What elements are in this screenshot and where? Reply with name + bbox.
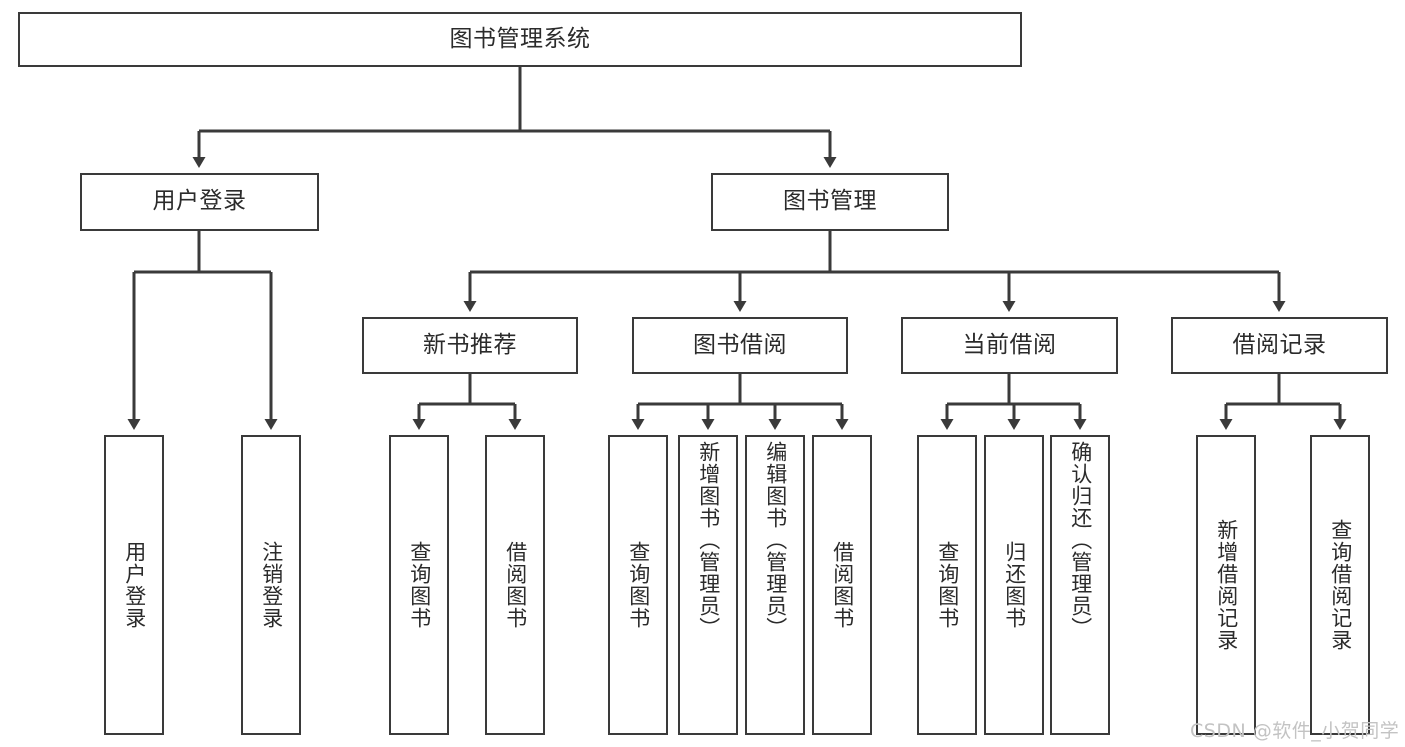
node-label: 图书借阅 [693, 331, 787, 358]
leaf-query-book-recommend[interactable]: 查询图书 [389, 435, 449, 735]
leaf-add-borrow-record[interactable]: 新增借阅记录 [1196, 435, 1256, 735]
leaf-query-book-borrow[interactable]: 查询图书 [608, 435, 668, 735]
connectors-newbooks-to-leaves [412, 374, 522, 430]
connectors-root-to-level2 [192, 67, 837, 168]
node-label: 当前借阅 [962, 331, 1057, 358]
node-book-management[interactable]: 图书管理 [711, 173, 949, 231]
leaf-edit-book-admin[interactable]: 编辑图书（管理员） [745, 435, 805, 735]
leaf-confirm-return-admin[interactable]: 确认归还（管理员） [1050, 435, 1110, 735]
leaf-label: 借阅图书 [503, 541, 528, 629]
leaf-label: 编辑图书（管理员） [763, 441, 788, 639]
node-label: 图书管理系统 [449, 25, 591, 52]
leaf-label: 查询图书 [935, 541, 960, 629]
connectors-userlogin-to-leaves [127, 231, 278, 430]
leaf-label: 注销登录 [259, 541, 284, 629]
node-user-login[interactable]: 用户登录 [80, 173, 319, 231]
node-root-system[interactable]: 图书管理系统 [18, 12, 1022, 67]
leaf-borrow-book-recommend[interactable]: 借阅图书 [485, 435, 545, 735]
connectors-current-to-leaves [940, 374, 1087, 430]
leaf-borrow-book[interactable]: 借阅图书 [812, 435, 872, 735]
connectors-bookmgmt-to-level3 [463, 231, 1286, 312]
leaf-label: 查询图书 [407, 541, 432, 629]
node-current-borrow[interactable]: 当前借阅 [901, 317, 1118, 374]
leaf-label: 查询图书 [626, 541, 651, 629]
node-label: 借阅记录 [1232, 331, 1327, 358]
watermark-text: CSDN @软件_小贺同学 [1190, 720, 1400, 742]
node-new-book-recommend[interactable]: 新书推荐 [362, 317, 578, 374]
connectors-borrow-to-leaves [631, 374, 849, 430]
leaf-label: 新增借阅记录 [1214, 519, 1239, 651]
leaf-label: 归还图书 [1002, 541, 1027, 629]
node-book-borrow[interactable]: 图书借阅 [632, 317, 848, 374]
leaf-user-login[interactable]: 用户登录 [104, 435, 164, 735]
node-label: 图书管理 [783, 188, 877, 215]
leaf-label: 用户登录 [122, 541, 147, 629]
node-label: 用户登录 [152, 188, 247, 215]
leaf-label: 新增图书（管理员） [696, 441, 721, 639]
leaf-return-book[interactable]: 归还图书 [984, 435, 1044, 735]
leaf-add-book-admin[interactable]: 新增图书（管理员） [678, 435, 738, 735]
leaf-query-borrow-record[interactable]: 查询借阅记录 [1310, 435, 1370, 735]
node-borrow-records[interactable]: 借阅记录 [1171, 317, 1388, 374]
node-label: 新书推荐 [423, 331, 517, 358]
leaf-logout[interactable]: 注销登录 [241, 435, 301, 735]
leaf-query-book-current[interactable]: 查询图书 [917, 435, 977, 735]
leaf-label: 查询借阅记录 [1328, 519, 1353, 651]
leaf-label: 确认归还（管理员） [1068, 441, 1093, 639]
connectors-records-to-leaves [1219, 374, 1347, 430]
leaf-label: 借阅图书 [830, 541, 855, 629]
